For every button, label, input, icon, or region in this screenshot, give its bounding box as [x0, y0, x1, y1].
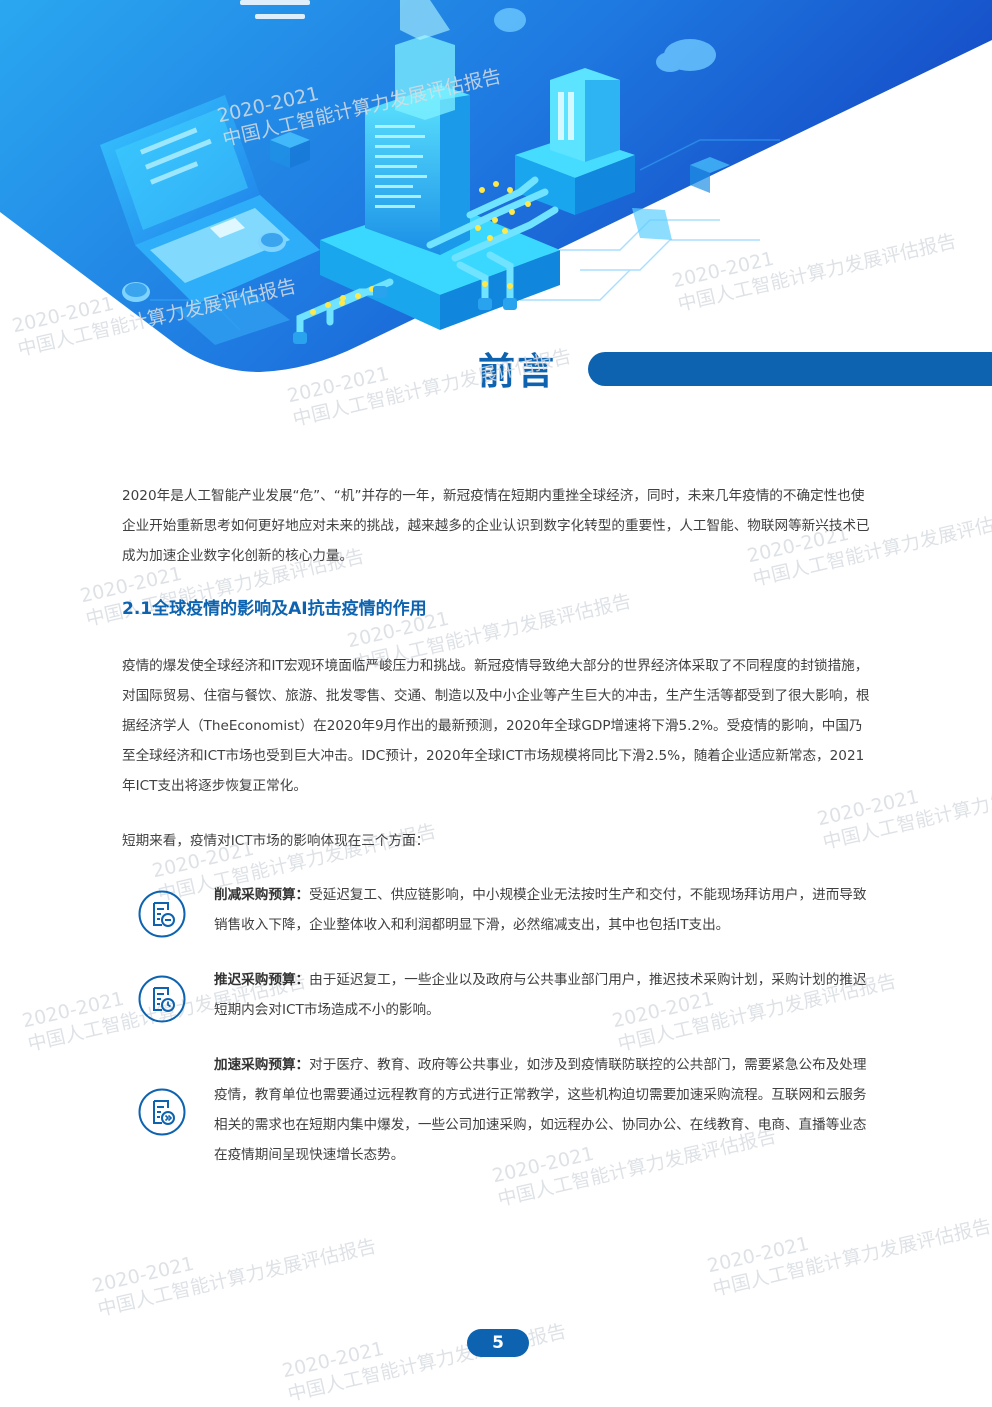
page-number: 5 [467, 1329, 529, 1357]
impact-paragraph: 疫情的爆发使全球经济和IT宏观环境面临严峻压力和挑战。新冠疫情导致绝大部分的世界… [122, 658, 870, 794]
bullet-term: 加速采购预算： [214, 1057, 310, 1073]
budget-accelerate-icon [138, 1088, 186, 1136]
watermark-year: 2020-2021 [90, 1252, 197, 1298]
hero-illustration [0, 0, 992, 400]
bullet-text: 推迟采购预算：由于延迟复工，一些企业以及政府与公共事业部门用户，推迟技术采购计划… [214, 965, 874, 1025]
budget-cut-icon [138, 890, 186, 938]
intro-paragraph: 2020年是人工智能产业发展“危”、“机”并存的一年，新冠疫情在短期内重挫全球经… [122, 488, 870, 564]
budget-delay-icon [138, 975, 186, 1023]
watermark-year: 2020-2021 [705, 1232, 812, 1278]
watermark-text: 中国人工智能计算力发展评估报告 [95, 1235, 379, 1321]
watermark-text: 中国人工智能计算力发展评估报告 [285, 1320, 569, 1406]
bullet-description: 受延迟复工、供应链影响，中小规模企业无法按时生产和交付，不能现场拜访用户，进而导… [214, 887, 867, 933]
title-accent-bar [588, 352, 992, 386]
watermark-text: 中国人工智能计算力发展评估报告 [710, 1215, 992, 1301]
bullet-description: 对于医疗、教育、政府等公共事业，如涉及到疫情联防联控的公共部门，需要紧急公布及处… [214, 1057, 867, 1163]
bullet-term: 削减采购预算： [214, 887, 310, 903]
short-term-intro: 短期来看，疫情对ICT市场的影响体现在三个方面： [122, 833, 430, 849]
bullet-description: 由于延迟复工，一些企业以及政府与公共事业部门用户，推迟技术采购计划，采购计划的推… [214, 972, 867, 1018]
bullet-text: 削减采购预算：受延迟复工、供应链影响，中小规模企业无法按时生产和交付，不能现场拜… [214, 880, 874, 940]
bullet-text: 加速采购预算：对于医疗、教育、政府等公共事业，如涉及到疫情联防联控的公共部门，需… [214, 1050, 874, 1170]
subsection-heading: 2.1全球疫情的影响及AI抗击疫情的作用 [122, 599, 427, 619]
bullet-term: 推迟采购预算： [214, 972, 310, 988]
page-title: 前言 [478, 350, 556, 393]
